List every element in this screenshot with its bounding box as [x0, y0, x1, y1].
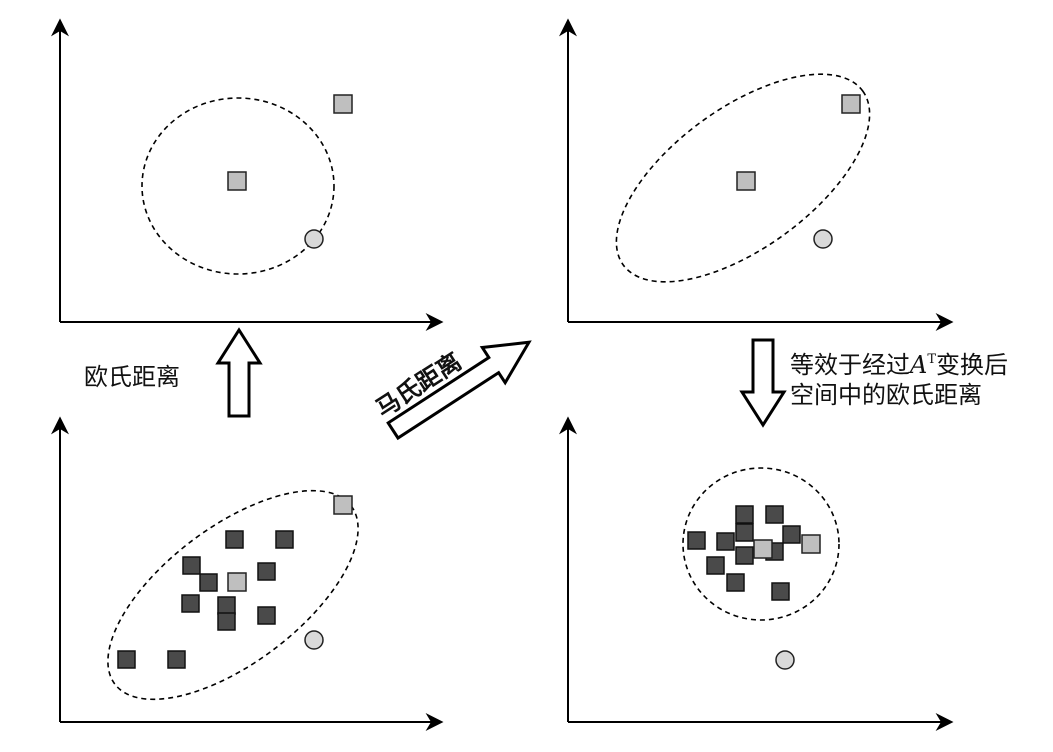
circle-marker: [813, 229, 833, 249]
dark-square-markers: [117, 530, 294, 669]
square-marker: [782, 525, 801, 544]
circle-marker: [775, 650, 795, 670]
equiv-text-after: 变换后: [936, 351, 1009, 379]
square-marker: [182, 556, 201, 575]
square-marker: [117, 650, 136, 669]
square-marker: [227, 572, 247, 592]
square-marker: [167, 650, 186, 669]
equiv-text-before: 等效于经过: [790, 351, 910, 379]
equivalence-label-line1: 等效于经过AT变换后: [790, 343, 1008, 382]
square-marker: [753, 539, 773, 559]
square-marker: [706, 556, 725, 575]
hollow-diagonal-arrow-icon: [386, 340, 532, 441]
square-marker: [227, 171, 247, 191]
square-marker: [801, 534, 821, 554]
hollow-down-arrow-icon: [739, 338, 787, 428]
square-marker: [771, 582, 790, 601]
panel-bottom-right: [559, 416, 954, 731]
square-marker: [735, 505, 754, 524]
mahalanobis-arrow: 马氏距离: [371, 340, 532, 441]
square-marker: [735, 546, 754, 565]
square-marker: [217, 596, 236, 615]
dark-square-markers: [687, 505, 801, 601]
transpose-superscript: T: [927, 352, 937, 367]
square-marker: [716, 532, 735, 551]
panel-bottom-left: [51, 416, 444, 731]
euclidean-label: 欧氏距离: [84, 363, 180, 391]
square-marker: [225, 530, 244, 549]
hollow-up-arrow-icon: [215, 327, 263, 418]
square-marker: [257, 562, 276, 581]
square-marker: [765, 505, 784, 524]
square-marker: [257, 606, 276, 625]
square-marker: [841, 94, 861, 114]
square-marker: [181, 594, 200, 613]
square-marker: [333, 495, 353, 515]
square-marker: [333, 94, 353, 114]
dashed-circle: [141, 97, 335, 275]
circle-marker: [304, 630, 324, 650]
square-marker: [275, 530, 294, 549]
panel-top-right: [559, 18, 954, 331]
dashed-ellipse: [615, 73, 871, 283]
square-marker: [736, 171, 756, 191]
equivalence-label-line2: 空间中的欧氏距离: [790, 381, 982, 409]
circle-marker: [304, 229, 324, 249]
square-marker: [199, 573, 218, 592]
dashed-circle: [682, 467, 840, 621]
square-marker: [217, 612, 236, 631]
square-marker: [726, 573, 745, 592]
square-marker: [687, 531, 706, 550]
panel-top-left: [51, 18, 444, 331]
dashed-ellipse: [107, 489, 359, 701]
matrix-symbol: A: [910, 351, 928, 379]
square-marker: [735, 523, 754, 542]
